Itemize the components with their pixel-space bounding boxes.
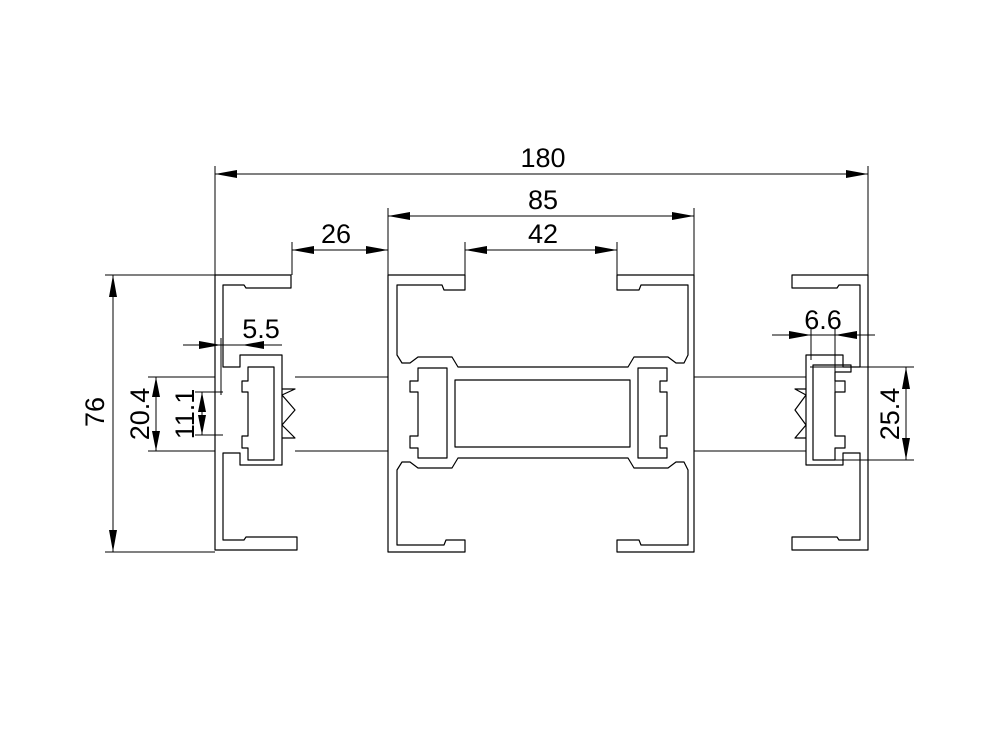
dimension-label: 26 [321,219,351,249]
dimension-label: 180 [520,143,565,173]
dimension-right-offset: 6.6 [772,305,875,392]
dimension-label: 11.1 [170,389,200,440]
left-profile [214,274,298,551]
dimension-label: 42 [528,219,558,249]
center-profile [387,274,695,553]
infill-lines [295,376,806,452]
dimension-center-opening: 42 [464,219,618,275]
dimension-label: 6.6 [804,305,842,335]
dimension-left-slot-height: 20.4 [125,376,215,452]
dimension-label: 20.4 [125,388,155,441]
dimension-left-offset: 5.5 [183,314,282,395]
dimension-label: 85 [528,185,558,215]
dimension-right-slot-height: 25.4 [810,366,914,461]
dimension-left-slot-opening: 11.1 [170,389,223,440]
dimension-height: 76 [80,274,215,553]
dimension-label: 25.4 [875,388,905,441]
dimension-label: 5.5 [242,314,280,344]
dimension-label: 76 [80,397,110,427]
dimension-overall-width: 180 [214,143,869,275]
dimension-side-gap: 26 [291,219,388,275]
dimension-center-width: 85 [387,185,695,275]
